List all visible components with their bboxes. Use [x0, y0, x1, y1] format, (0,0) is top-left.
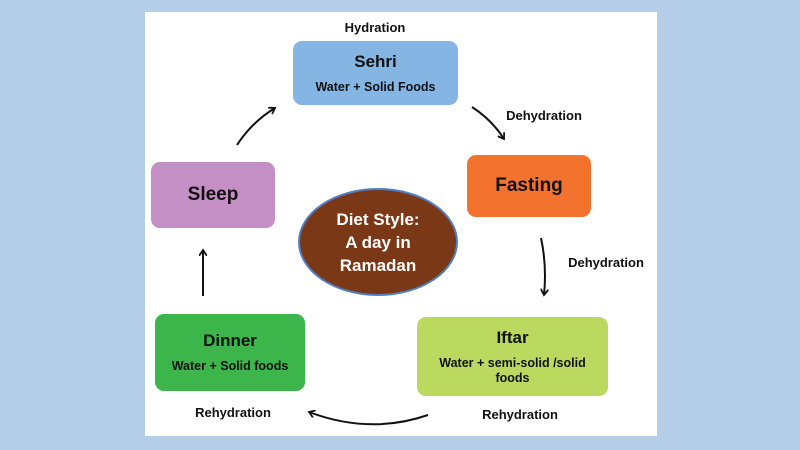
node-sehri: Sehri Water + Solid Foods — [293, 41, 458, 105]
label-rehydration-iftar: Rehydration — [482, 407, 558, 422]
node-iftar-title: Iftar — [496, 327, 529, 347]
node-fasting: Fasting — [467, 155, 591, 217]
arrow-sleep-to-sehri — [236, 108, 275, 146]
label-dehydration-2: Dehydration — [568, 255, 644, 270]
arrow-iftar-to-dinner — [309, 412, 429, 426]
node-dinner-title: Dinner — [203, 331, 257, 350]
center-line-3: Ramadan — [339, 255, 417, 275]
node-dinner-sub: Water + Solid foods — [171, 359, 289, 373]
arrow-sehri-to-fasting — [471, 106, 504, 139]
center-line-1: Diet Style: — [336, 209, 420, 229]
label-hydration: Hydration — [344, 20, 406, 35]
node-iftar-sub: Water + semi-solid /solid foods — [439, 355, 586, 385]
node-sehri-sub: Water + Solid Foods — [315, 79, 436, 94]
node-sleep: Sleep — [151, 162, 275, 228]
arrow-fasting-to-iftar — [541, 237, 545, 295]
node-sehri-title: Sehri — [354, 51, 397, 71]
node-fasting-title: Fasting — [495, 175, 563, 196]
node-iftar: Iftar Water + semi-solid /solid foods — [417, 317, 608, 396]
node-dinner: Dinner Water + Solid foods — [155, 314, 305, 391]
label-dehydration-1: Dehydration — [506, 108, 582, 123]
node-sleep-title: Sleep — [187, 184, 239, 205]
center-ellipse: Diet Style: A day in Ramadan — [298, 188, 458, 296]
center-line-2: A day in — [345, 232, 411, 252]
label-rehydration-dinner: Rehydration — [195, 405, 271, 420]
